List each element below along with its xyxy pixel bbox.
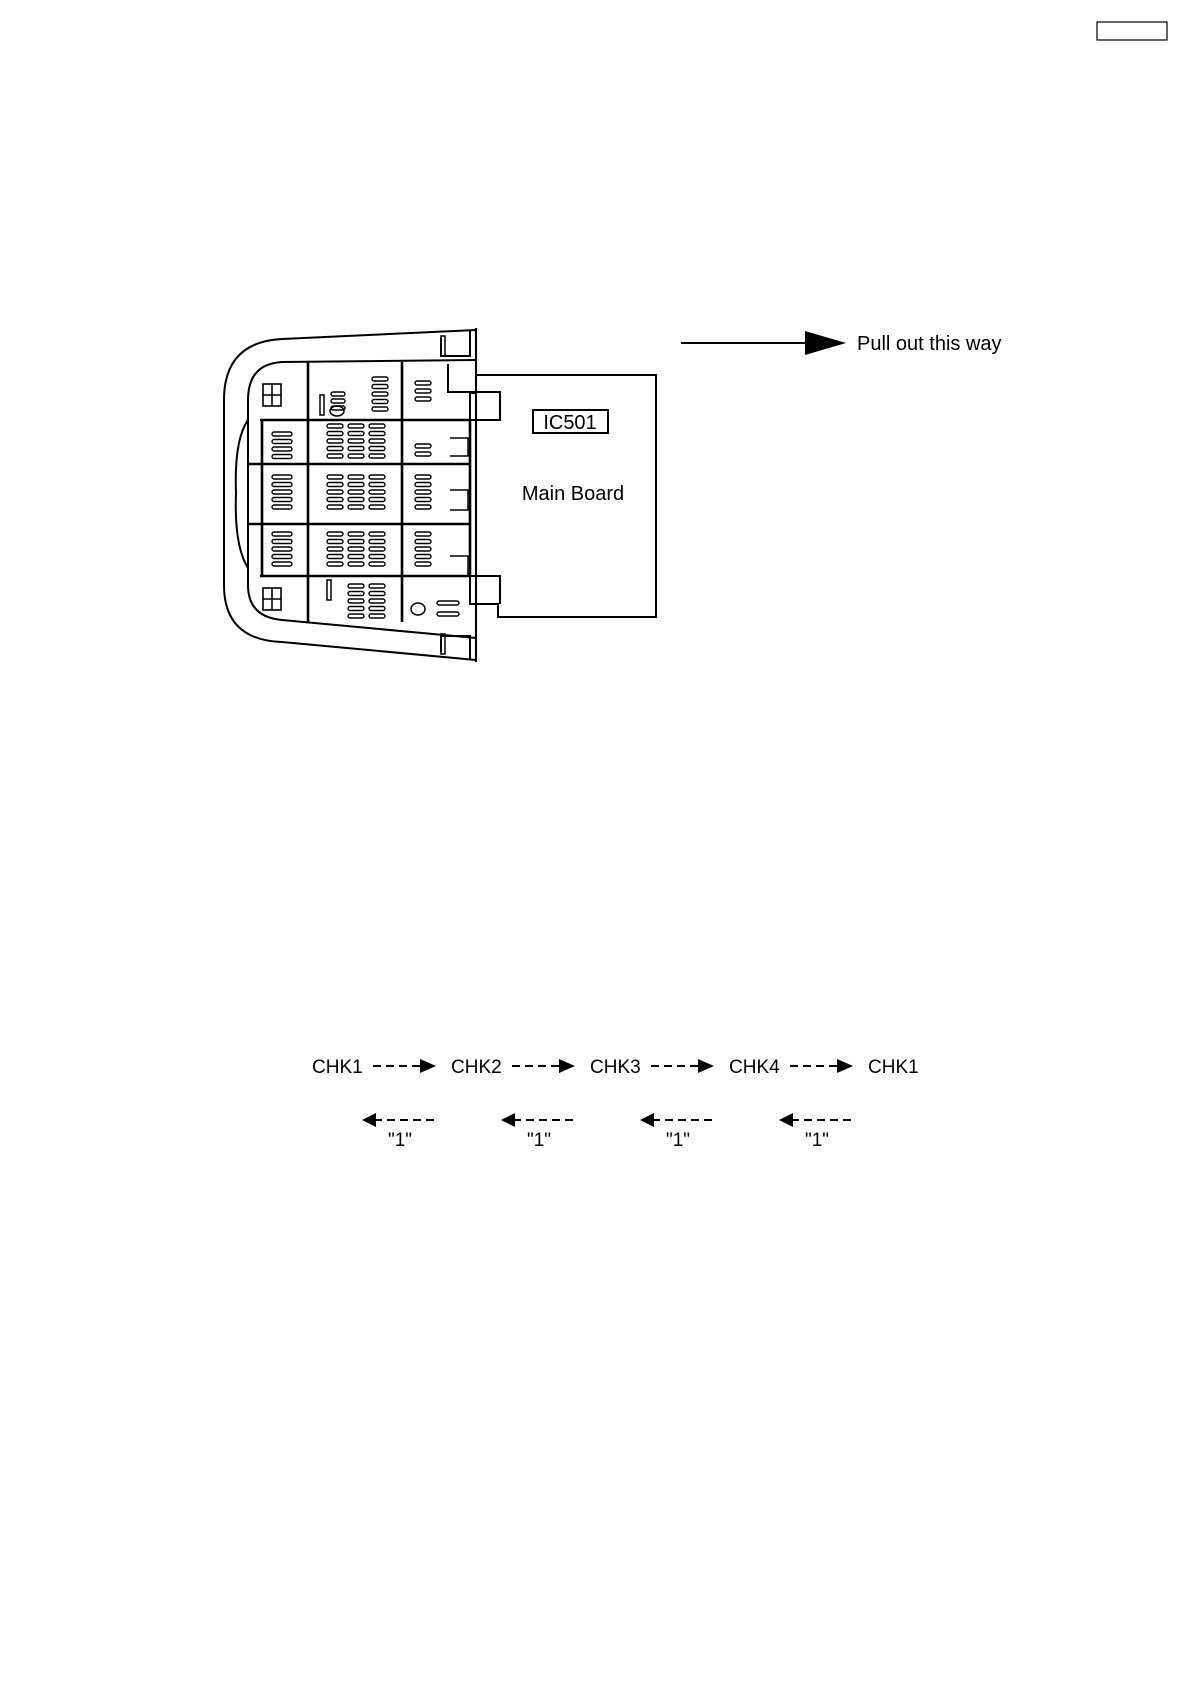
pin-slots — [272, 377, 459, 618]
return-label: "1" — [388, 1130, 412, 1151]
return-arrow-head — [640, 1113, 654, 1127]
forward-arrow-head — [559, 1059, 575, 1073]
check-sequence: CHK1 CHK2 CHK3 CHK4 CHK1 — [312, 1057, 919, 1078]
forward-arrow-head — [420, 1059, 436, 1073]
check-step-label: CHK1 — [312, 1057, 363, 1078]
return-arrow-head — [779, 1113, 793, 1127]
return-arrow-head — [362, 1113, 376, 1127]
return-label: "1" — [805, 1130, 829, 1151]
forward-arrow-head — [837, 1059, 853, 1073]
ic501-label: IC501 — [543, 412, 596, 434]
check-step-label: CHK2 — [451, 1057, 502, 1078]
pull-out-label: Pull out this way — [857, 333, 1002, 355]
grid-window-icon — [263, 588, 281, 610]
page-corner-box — [1097, 22, 1167, 40]
grid-window-icon — [263, 384, 281, 406]
return-label: "1" — [666, 1130, 690, 1151]
return-sequence: "1" "1" "1" "1" — [362, 1113, 855, 1151]
check-step-label: CHK1 — [868, 1057, 919, 1078]
return-arrow-head — [501, 1113, 515, 1127]
pull-out-arrow — [681, 331, 846, 355]
return-label: "1" — [527, 1130, 551, 1151]
main-board-label: Main Board — [522, 483, 624, 505]
check-step-label: CHK4 — [729, 1057, 780, 1078]
forward-arrow-head — [698, 1059, 714, 1073]
check-step-label: CHK3 — [590, 1057, 641, 1078]
misc-markings — [320, 336, 468, 654]
